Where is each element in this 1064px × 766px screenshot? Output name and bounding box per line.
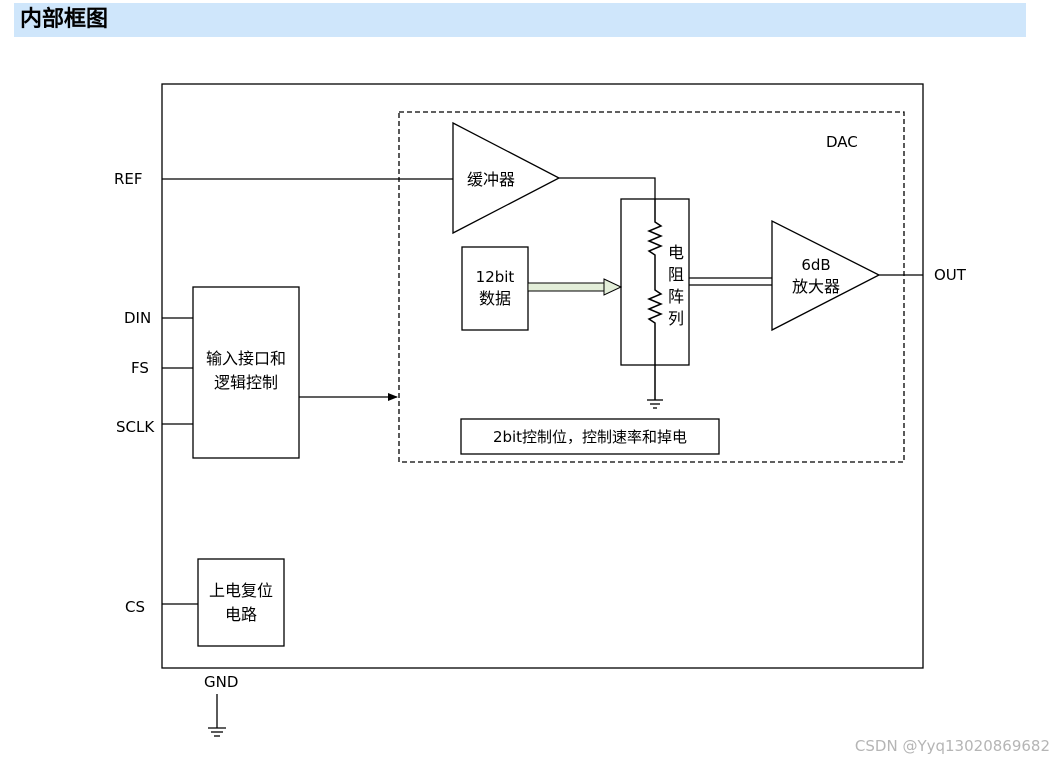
watermark: CSDN @Yyq13020869682 — [854, 737, 1050, 755]
resistor-array-char-4: 列 — [668, 309, 684, 328]
pin-ref-label: REF — [114, 170, 143, 188]
resistor-array-char-2: 阻 — [668, 265, 684, 284]
amplifier-line1: 6dB — [801, 256, 830, 274]
buffer-triangle — [452, 121, 561, 235]
resistor-array-char-3: 阵 — [668, 287, 684, 306]
interface-logic-block — [192, 286, 300, 459]
amplifier-line2: 放大器 — [792, 277, 840, 296]
power-reset-line1: 上电复位 — [209, 581, 273, 600]
power-reset-block — [197, 558, 285, 647]
buffer-to-resistor-wire — [559, 177, 656, 199]
dac-region — [398, 111, 905, 463]
data-block-line2: 数据 — [479, 289, 511, 308]
pin-gnd-label: GND — [204, 673, 238, 691]
resistor-array-char-1: 电 — [668, 243, 684, 262]
pin-din-label: DIN — [124, 309, 151, 327]
pin-sclk-label: SCLK — [116, 418, 155, 436]
interface-logic-line2: 逻辑控制 — [214, 373, 278, 392]
data-block-line1: 12bit — [476, 268, 515, 286]
pin-out-label: OUT — [934, 266, 967, 284]
ground-symbol-dac — [647, 399, 663, 409]
section-title: 内部框图 — [20, 7, 109, 32]
power-reset-line2: 电路 — [225, 605, 257, 624]
control-bits-box — [460, 418, 720, 455]
ground-symbol-gnd — [208, 727, 226, 737]
buffer-label: 缓冲器 — [467, 170, 515, 189]
pin-cs-label: CS — [125, 598, 145, 616]
section-header: 内部框图 — [14, 3, 1026, 37]
chip-outline — [161, 83, 924, 669]
dac-label: DAC — [826, 133, 858, 151]
resistor-wire — [647, 199, 663, 400]
interface-logic-line1: 输入接口和 — [206, 349, 286, 368]
data-bus-arrow — [527, 278, 623, 296]
amplifier-triangle — [771, 219, 881, 332]
pin-fs-label: FS — [131, 359, 149, 377]
control-bits-label: 2bit控制位，控制速率和掉电 — [493, 428, 687, 446]
